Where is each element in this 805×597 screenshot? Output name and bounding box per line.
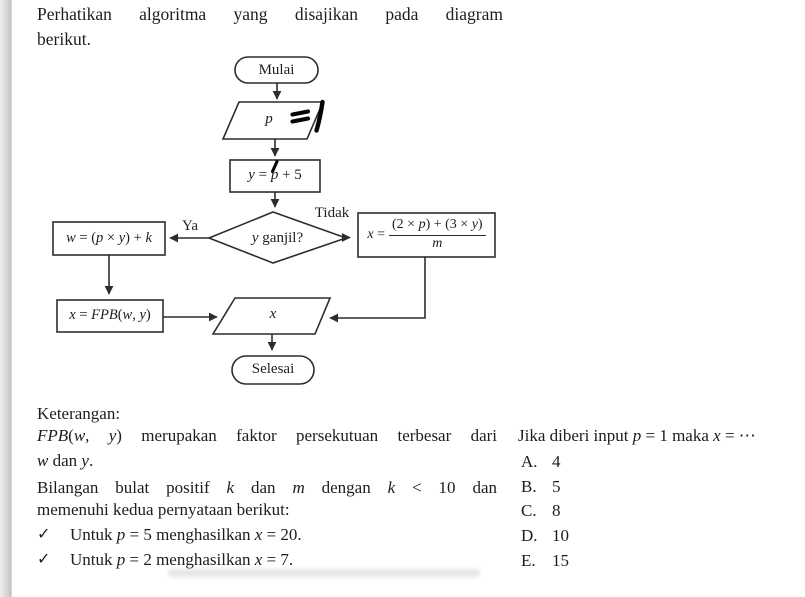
option-b-letter: B. [521,477,537,496]
option-a-letter: A. [521,452,538,471]
option-d-letter: D. [521,526,538,545]
no-branch-label: x = (2 × p) + (3 × y) m [359,213,494,257]
note-bullet-1: ✓ Untuk p = 5 menghasilkan x = 20. [37,524,302,545]
note-bullet-1-text: Untuk p = 5 menghasilkan x = 20. [70,525,302,544]
notes-line4: memenuhi kedua pernyataan berikut: [37,500,290,519]
yes-edge-label: Ya [182,218,198,234]
decision-diamond-shape [206,211,349,264]
intro-line1: Perhatikan algoritma yang disajikan pada… [37,4,503,24]
no-branch-fraction: (2 × p) + (3 × y) m [389,217,486,253]
no-edge-label: Tidak [314,205,350,221]
notes-line1: FPB(w, y) merupakan faktor persekutuan t… [37,426,498,445]
end-terminator-shape [231,355,315,385]
option-c-value: 8 [552,501,561,520]
output-label: x [269,306,277,322]
input-label: p [265,111,273,127]
yes-branch-label: w = (p × y) + k [66,230,152,246]
option-a: A. 4 [521,451,561,472]
end-label: Selesai [251,361,295,377]
decision-label: y ganjil? [251,230,304,246]
no-branch-shape [357,212,496,258]
page-edge-strip [0,0,12,597]
note-bullet-2: ✓ Untuk p = 2 menghasilkan x = 7. [37,549,293,570]
option-e-value: 15 [552,551,569,570]
notes-heading: Keterangan: [37,404,121,423]
fraction-denominator: m [432,236,443,251]
option-e-letter: E. [521,551,536,570]
intro-line2: berikut. [37,29,91,49]
process2-label: x = FPB(w, y) [69,307,151,323]
option-c: C. 8 [521,500,561,521]
start-label: Mulai [258,62,295,78]
handwritten-pen-annotation [270,99,325,174]
option-d: D. 10 [521,525,569,546]
cutoff-text-remnant [168,569,480,577]
notes-line2: w dan y. [37,451,94,470]
option-e: E. 15 [521,550,569,571]
process1-label: y = p + 5 [248,167,302,183]
option-b-value: 5 [552,477,561,496]
fraction-numerator: (2 × p) + (3 × y) [389,217,486,236]
option-b: B. 5 [521,476,561,497]
checkmark-icon: ✓ [37,526,51,543]
process2-shape [56,299,164,333]
option-a-value: 4 [552,452,561,471]
checkmark-icon: ✓ [37,551,51,568]
option-c-letter: C. [521,501,537,520]
question-text: Jika diberi input p = 1 maka x = ⋯ [518,426,756,445]
option-d-value: 10 [552,526,569,545]
note-bullet-2-text: Untuk p = 2 menghasilkan x = 7. [70,550,294,569]
no-branch-lhs: x = [367,227,386,242]
input-parallelogram-shape [221,101,325,140]
notes-line3: Bilangan bulat positif k dan m dengan k … [37,478,498,497]
output-parallelogram-shape [211,297,332,335]
arrow-nobranch-to-output [329,257,426,323]
